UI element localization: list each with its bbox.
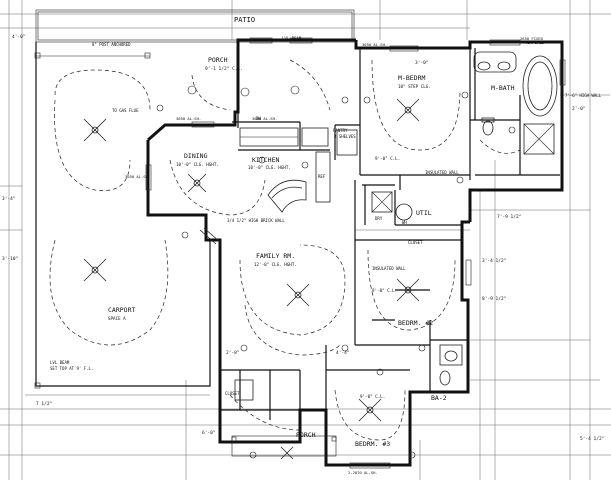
note-wh: WH	[402, 220, 407, 225]
dim-right-a: 2'-0"	[572, 106, 586, 112]
room-porch-top: PORCH	[208, 56, 228, 64]
ceiling-bed2: 9'-0" C.L.	[372, 288, 397, 293]
dim-bot-d: 5'-4 1/2"	[580, 436, 604, 442]
windows	[145, 37, 566, 469]
room-m-bedrm: M-BEDRM	[398, 74, 425, 82]
note-post: 8" POST ANCHORED	[92, 42, 131, 47]
room-family: FAMILY RM.	[256, 252, 295, 260]
room-dining: DINING	[184, 152, 208, 160]
room-carport: CARPORT	[108, 306, 135, 314]
note-insulated-1: INSULATED WALL	[425, 170, 459, 175]
window-label-4: 2650 FIXED	[520, 36, 544, 41]
room-util: UTIL	[416, 209, 432, 217]
step-symbol	[199, 227, 221, 245]
utility-appliances	[371, 191, 413, 221]
ceiling-fans	[83, 98, 420, 460]
note-dw: DW	[256, 116, 261, 121]
note-high-wall: 7'-6" HIGH WALL	[565, 93, 602, 98]
dimension-labels: 4'-0" 3'-0" 2'-0" 7'-9 1/2" 3'-4 1/2" 8'…	[2, 34, 604, 442]
note-lvl-beam-low: LVL BEAM	[50, 360, 70, 365]
note-shelves: 3 SHELVES	[334, 134, 356, 139]
dim-bot-c: 4'-4"	[336, 350, 350, 356]
room-closet: CLOSET	[408, 240, 423, 245]
note-insulated-2: INSULATED WALL	[372, 266, 406, 271]
dim-bot-b: 2'-8"	[226, 350, 240, 356]
dim-left-c: 7 1/2"	[36, 401, 52, 407]
note-ref: REF	[318, 174, 326, 179]
room-labels: PATIO PORCH 9'-1 1/2" C.L. DINING 10'-0"…	[108, 16, 515, 448]
note-lvl-beam: LVL BEAM	[282, 36, 302, 41]
ceiling-vault: 9'-0" C.L.	[375, 156, 400, 161]
room-kitchen: KITCHEN	[252, 156, 279, 164]
patio-inner	[37, 11, 353, 41]
window-label-1: 3050 AL.SH.	[176, 116, 201, 121]
porch-bottom-outline	[231, 435, 337, 457]
outlets	[156, 85, 516, 459]
dim-right-b: 7'-9 1/2"	[497, 214, 521, 220]
room-ba2: BA-2	[431, 394, 447, 402]
ceiling-family: 12'-0" CLG. HGHT.	[254, 262, 297, 267]
note-tempered: TEMPERED	[525, 40, 545, 45]
ceiling-kitchen: 10'-0" CLG. HGHT.	[248, 165, 291, 170]
patio-outline	[35, 9, 355, 43]
bath-fixtures	[234, 51, 558, 401]
note-beam-span: SET TOP AT 9' F.L.	[50, 366, 93, 371]
window-label-3: 3050 AL.SH.	[362, 42, 387, 47]
ceiling-carport: SPACE A	[108, 316, 126, 321]
room-m-bath: M-BATH	[491, 84, 515, 92]
room-patio: PATIO	[234, 16, 255, 24]
ceiling-bed3: 9'-0" C.L.	[360, 394, 385, 399]
carport-slab	[35, 42, 211, 387]
room-bedrm3: BEDRM. #3	[355, 440, 390, 448]
dim-left-b: 3'-10"	[2, 256, 18, 262]
window-label-2: 3050 AL.SH.	[252, 116, 277, 121]
kitchen-cabinets	[239, 127, 358, 213]
plan-notes: 8" POST ANCHORED LVL BEAM INSULATED WALL…	[50, 36, 602, 396]
note-brick-wall: 3/4 1/2" HIGH BRICK WALL	[227, 218, 285, 223]
ceiling-dining: 10'-0" CLG. HGHT.	[176, 162, 219, 167]
electrical-wiring	[49, 59, 521, 441]
dim-right-c: 3'-4 1/2"	[482, 258, 506, 264]
room-bedrm2: BEDRM. #2	[398, 319, 433, 327]
dim-left-a: 3'-4"	[2, 196, 16, 202]
window-label-6: 3050 AL.SH.	[125, 174, 150, 179]
interior-walls	[220, 48, 560, 420]
ceiling-porch: 9'-1 1/2" C.L.	[205, 66, 243, 72]
room-pantry: PANTRY	[333, 128, 348, 133]
room-porch-bottom: PORCH	[296, 431, 316, 439]
note-gas: TO GAS FLUE	[112, 108, 139, 113]
exterior-walls	[146, 38, 564, 467]
note-dry: DRY	[375, 216, 383, 221]
dim-bot-a: 6'-0"	[202, 430, 216, 436]
dim-top-left: 4'-0"	[12, 34, 26, 40]
window-label-5: 2-2870 AL.SH.	[348, 470, 378, 475]
note-closet: CLOSET	[225, 391, 240, 396]
dim-right-d: 8'-9 1/2"	[482, 296, 506, 302]
ceiling-mbed: 10" STEP CLG.	[398, 84, 431, 89]
window-labels: 3050 AL.SH. 3050 AL.SH. 3050 AL.SH. 2650…	[125, 36, 544, 475]
dim-top-mid: 3'-0"	[415, 60, 429, 66]
